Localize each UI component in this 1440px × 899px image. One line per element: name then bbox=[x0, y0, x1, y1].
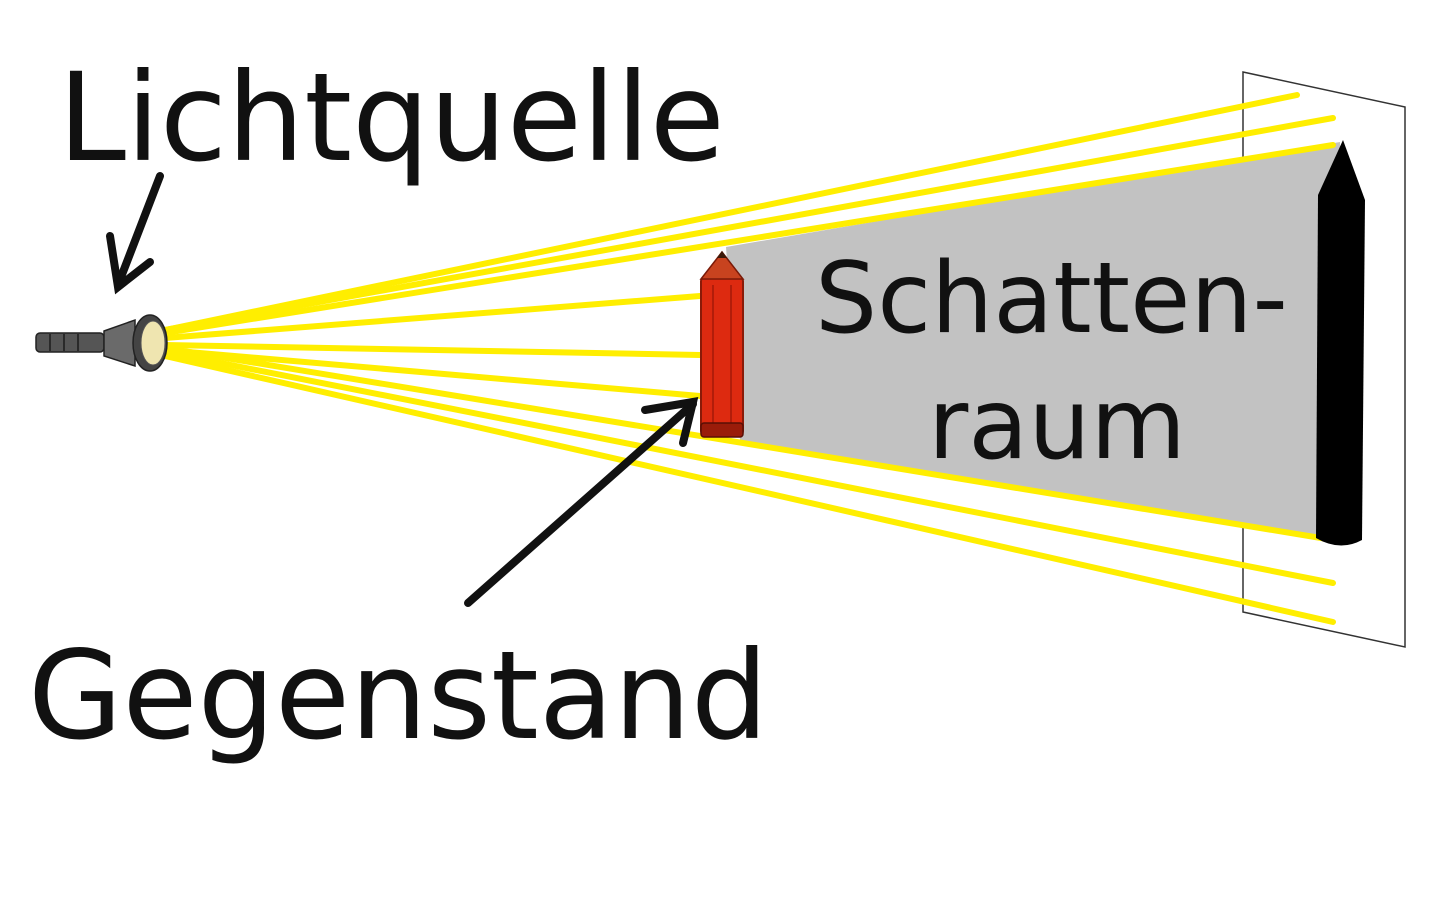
light-ray bbox=[162, 345, 1336, 543]
light-rays bbox=[162, 92, 1336, 625]
shadow-region bbox=[726, 142, 1340, 540]
light-ray bbox=[162, 293, 703, 341]
flashlight-icon bbox=[35, 314, 168, 372]
pencil-icon bbox=[699, 250, 745, 438]
object-arrow bbox=[464, 397, 699, 607]
label-shadow-line2: raum bbox=[928, 368, 1186, 482]
light-ray bbox=[162, 349, 1336, 586]
light-ray bbox=[162, 142, 1336, 336]
label-object: Gegenstand bbox=[28, 625, 768, 767]
light-ray bbox=[162, 342, 703, 358]
light-ray bbox=[162, 347, 703, 399]
light-ray bbox=[162, 353, 1336, 625]
label-shadow-line1: Schatten- bbox=[815, 242, 1288, 356]
light-source-arrow bbox=[106, 172, 164, 295]
label-light-source: Lichtquelle bbox=[58, 47, 725, 189]
pencil-shadow bbox=[1316, 140, 1365, 546]
light-ray bbox=[162, 92, 1300, 333]
light-ray bbox=[162, 115, 1336, 333]
